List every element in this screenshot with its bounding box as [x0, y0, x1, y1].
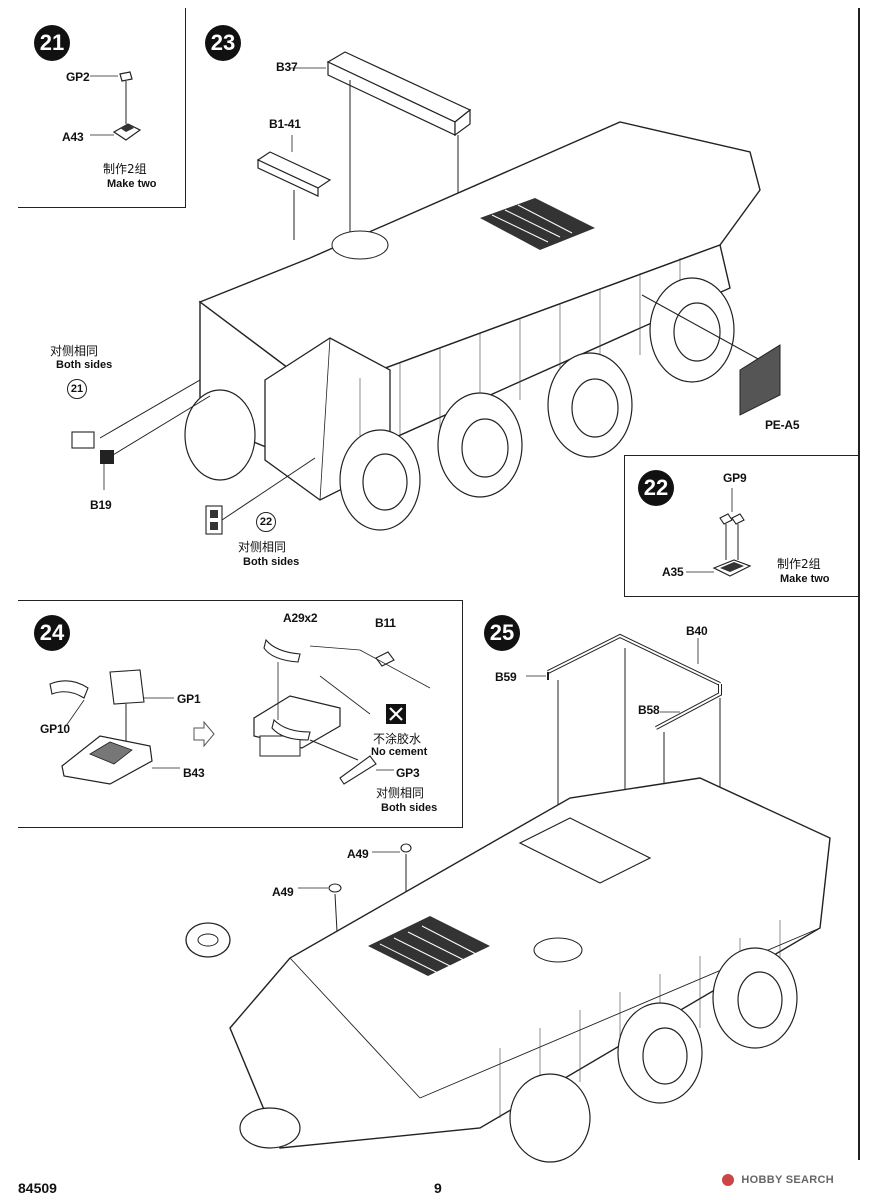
ref-step-22: 22 — [256, 512, 276, 532]
both-sides-en-2: Both sides — [243, 556, 300, 568]
page-number: 9 — [434, 1180, 442, 1196]
page-right-border — [858, 8, 860, 1160]
part-label-gp1: GP1 — [177, 692, 201, 706]
part-label-b43: B43 — [183, 766, 205, 780]
step-22-drawing — [686, 488, 752, 577]
make-two-cn-22: 制作2组 — [777, 557, 821, 571]
part-label-gp10: GP10 — [40, 722, 70, 736]
no-cement-en: No cement — [371, 746, 428, 758]
make-two-en: Make two — [107, 178, 157, 190]
step-24-badge: 24 — [34, 615, 70, 651]
step-21-drawing — [90, 71, 142, 141]
kit-number: 84509 — [18, 1180, 57, 1196]
part-label-a29x2: A29x2 — [283, 611, 318, 625]
step-23-badge: 23 — [205, 25, 241, 61]
both-sides-cn-1: 对侧相同 — [50, 344, 99, 358]
part-label-a43: A43 — [62, 130, 84, 144]
step-22-panel — [624, 455, 860, 597]
watermark: HOBBY SEARCH — [722, 1174, 834, 1187]
make-two-en-22: Make two — [780, 573, 830, 585]
part-label-a35: A35 — [662, 565, 684, 579]
watermark-logo-icon — [722, 1174, 734, 1187]
part-label-b40: B40 — [686, 624, 708, 638]
both-sides-en-1: Both sides — [56, 359, 113, 371]
watermark-text: HOBBY SEARCH — [741, 1174, 834, 1186]
both-sides-cn-2: 对侧相同 — [238, 540, 287, 554]
step-24-panel — [18, 600, 463, 828]
part-label-b58: B58 — [638, 703, 660, 717]
part-label-a49-top: A49 — [347, 847, 369, 861]
part-label-b19: B19 — [90, 498, 112, 512]
both-sides-en-24: Both sides — [381, 802, 438, 814]
both-sides-cn-24: 对侧相同 — [376, 786, 425, 800]
step-24-drawing — [49, 638, 431, 785]
no-cement-cn: 不涂胶水 — [373, 732, 422, 746]
step-21-badge: 21 — [34, 25, 70, 61]
part-label-b59: B59 — [495, 670, 517, 684]
part-label-b1-41: B1-41 — [269, 117, 301, 131]
part-label-gp9: GP9 — [723, 471, 747, 485]
part-label-b37: B37 — [276, 60, 298, 74]
step-21-panel — [18, 8, 186, 208]
part-label-gp2: GP2 — [66, 70, 90, 84]
step-25-vehicle-drawing — [185, 633, 831, 1163]
make-two-cn: 制作2组 — [103, 162, 147, 176]
step-25-badge: 25 — [484, 615, 520, 651]
part-label-pe-a5: PE-A5 — [765, 418, 800, 432]
ref-step-21: 21 — [67, 379, 87, 399]
part-label-a49-left: A49 — [272, 885, 294, 899]
part-label-gp3: GP3 — [396, 766, 420, 780]
step-23-vehicle-drawing — [71, 51, 781, 535]
part-label-b11: B11 — [375, 616, 396, 630]
step-22-badge: 22 — [638, 470, 674, 506]
